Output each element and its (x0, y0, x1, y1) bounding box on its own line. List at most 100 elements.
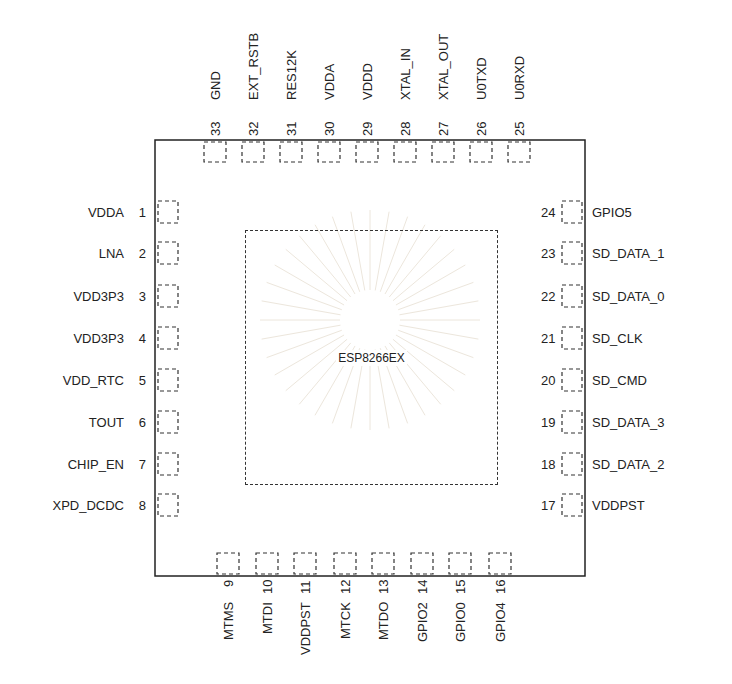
pin-pad (158, 411, 178, 433)
watermark-ray (400, 320, 480, 321)
pin-name: VDDD (360, 63, 375, 100)
pin-name: MTCK (338, 602, 353, 639)
pin-pad (562, 453, 582, 475)
pin-pad (470, 142, 492, 162)
watermark-ray (286, 249, 347, 300)
pin-name: GPIO0 (453, 602, 468, 642)
watermark-ray (260, 320, 340, 321)
pin-pad (508, 142, 530, 162)
pin-pad (280, 142, 302, 162)
pin-pads (158, 142, 582, 574)
pin-number: 9 (221, 580, 236, 587)
pin-number: 33 (208, 122, 223, 136)
pin-number: 3 (139, 289, 146, 304)
pin-number: 29 (360, 122, 375, 136)
pin-name: VDDPST (592, 498, 645, 513)
watermark-ray (275, 335, 344, 375)
pin-pad (449, 553, 471, 574)
pin-pad (432, 142, 454, 162)
pin-number: 4 (139, 331, 146, 346)
pin-name: SD_CMD (592, 373, 647, 388)
pin-pad (562, 327, 582, 349)
pin-name: VDD3P3 (73, 289, 124, 304)
pin-pad (318, 142, 340, 162)
pin-number: 14 (415, 580, 430, 594)
pin-pad (158, 369, 178, 391)
pin-pad (562, 285, 582, 307)
pin-number: 5 (139, 373, 146, 388)
pin-number: 27 (436, 122, 451, 136)
watermark-ray (267, 330, 342, 357)
pin-name: TOUT (89, 415, 124, 430)
pin-name: VDDA (322, 64, 337, 100)
pin-number: 30 (322, 122, 337, 136)
pin-number: 7 (139, 457, 146, 472)
pin-number: 6 (139, 415, 146, 430)
pin-pad (562, 242, 582, 264)
pin-number: 28 (398, 122, 413, 136)
pin-pad (158, 201, 178, 223)
watermark-ray (389, 236, 440, 297)
pin-name: LNA (99, 246, 124, 261)
pin-number: 23 (541, 246, 555, 261)
pin-pad (256, 553, 278, 574)
chip-outline (155, 140, 585, 576)
pin-number: 21 (541, 331, 555, 346)
pin-number: 15 (453, 580, 468, 594)
watermark-ray (315, 225, 355, 294)
watermark-ray (396, 265, 465, 305)
pin-name: VDD_RTC (63, 373, 124, 388)
pin-name: MTDO (376, 602, 391, 640)
watermark-ray (400, 301, 479, 315)
pin-name: VDD3P3 (73, 331, 124, 346)
pin-name: XTAL_IN (398, 48, 413, 100)
pin-name: GPIO2 (415, 602, 430, 642)
pin-pad (394, 142, 416, 162)
pin-number: 17 (541, 498, 555, 513)
pin-name: XTAL_OUT (436, 34, 451, 100)
die-outline: ESP8266EX (245, 230, 498, 485)
pin-pad (372, 553, 394, 574)
pin-pad (334, 553, 356, 574)
pin-number: 10 (260, 580, 275, 594)
pin-name: EXT_RSTB (246, 33, 261, 100)
pin-number: 2 (139, 246, 146, 261)
pin-name: VDDPST (298, 602, 313, 655)
pin-name: U0RXD (512, 56, 527, 100)
pin-name: XPD_DCDC (52, 498, 124, 513)
pin-pad (158, 494, 178, 516)
pin-pad (489, 553, 511, 574)
pin-pad (242, 142, 264, 162)
pin-pad (562, 201, 582, 223)
pin-name: SD_DATA_0 (592, 289, 665, 304)
pin-name: CHIP_EN (68, 457, 124, 472)
pin-number: 26 (474, 122, 489, 136)
pin-number: 16 (493, 580, 508, 594)
pin-name: SD_DATA_1 (592, 246, 665, 261)
pin-name: MTDI (260, 602, 275, 634)
pin-name: MTMS (221, 602, 236, 640)
watermark-ray (262, 301, 341, 315)
pin-name: VDDA (88, 205, 124, 220)
pin-number: 31 (284, 122, 299, 136)
pin-name: SD_CLK (592, 331, 643, 346)
watermark-ray (400, 325, 479, 339)
watermark-ray (351, 212, 365, 291)
pin-pad (158, 453, 178, 475)
watermark-ray (398, 282, 473, 309)
pin-name: U0TXD (474, 57, 489, 100)
pin-number: 24 (541, 205, 555, 220)
pin-pad (562, 411, 582, 433)
pin-number: 11 (298, 580, 313, 594)
watermark-ray (275, 265, 344, 305)
pin-pad (562, 369, 582, 391)
pin-number: 1 (139, 205, 146, 220)
pin-number: 19 (541, 415, 555, 430)
pin-pad (204, 142, 226, 162)
pin-pad (158, 285, 178, 307)
pin-number: 22 (541, 289, 555, 304)
pin-name: GND (208, 71, 223, 100)
pin-number: 20 (541, 373, 555, 388)
watermark-ray (262, 325, 341, 339)
